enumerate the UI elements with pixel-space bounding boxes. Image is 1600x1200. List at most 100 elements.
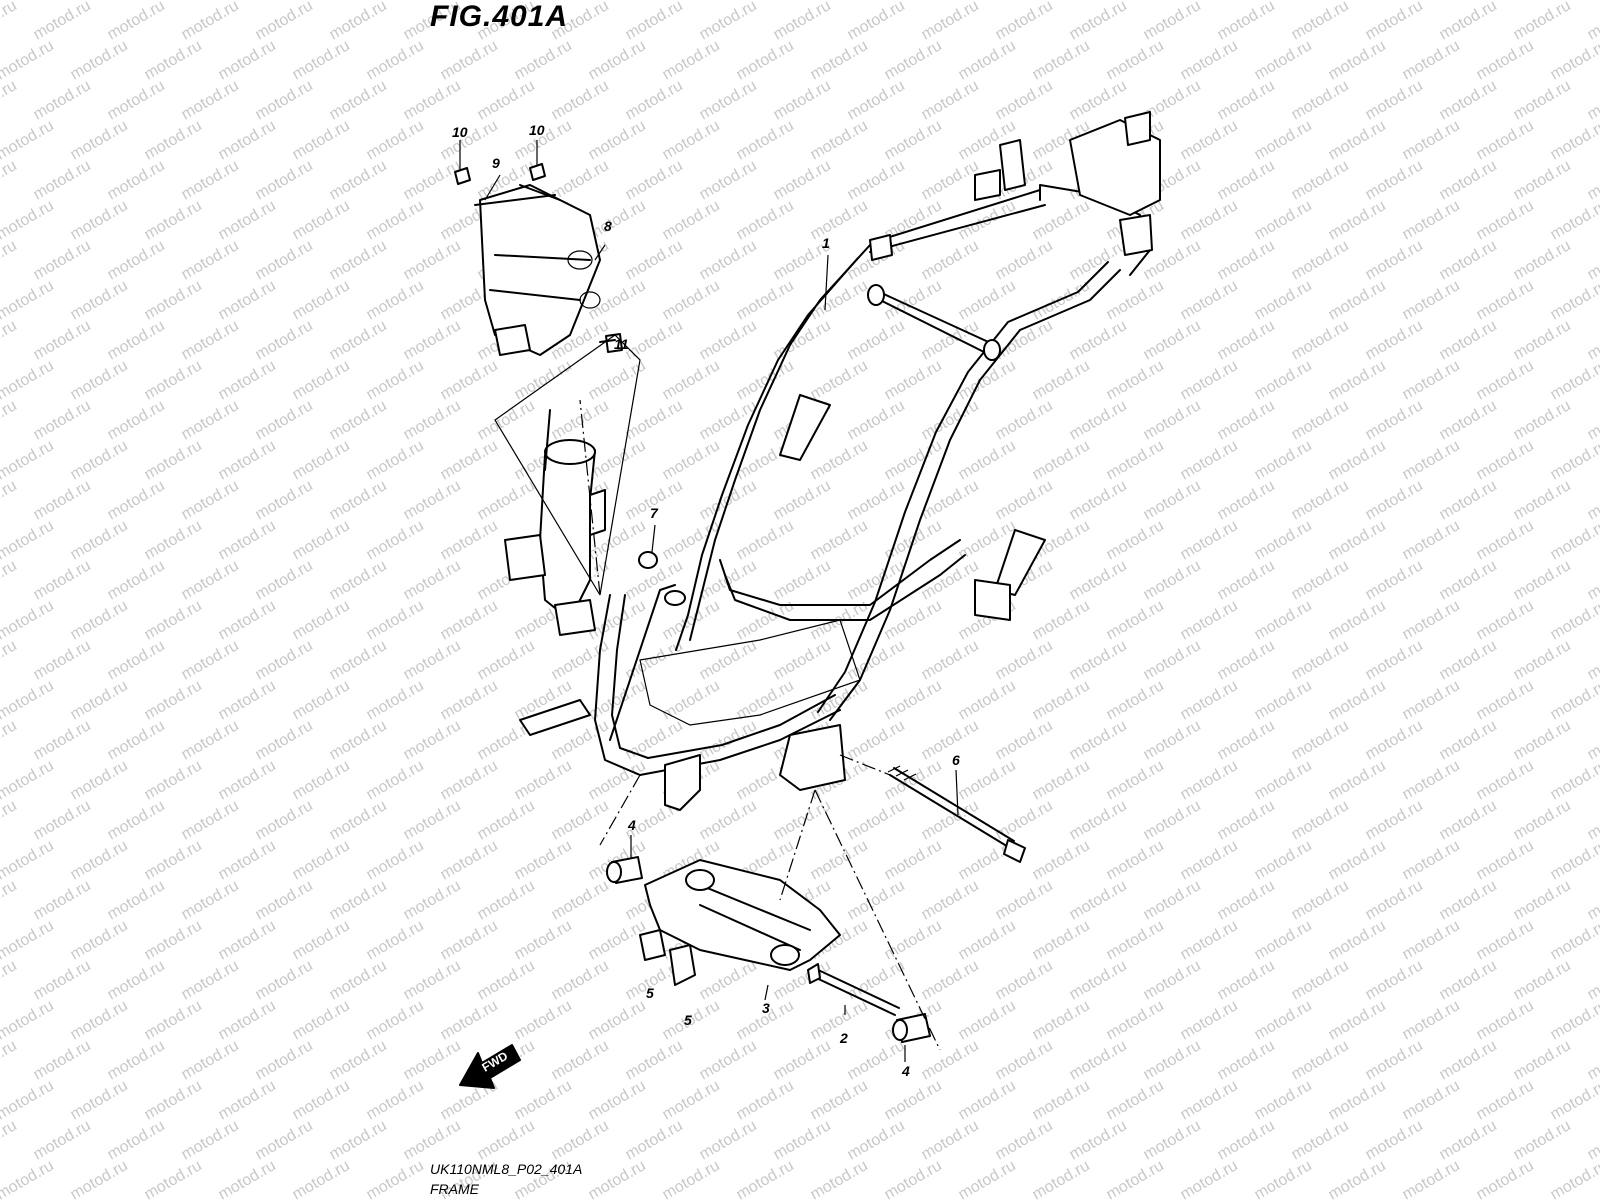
watermark-text: motod.ru [697, 237, 760, 283]
watermark-text: motod.ru [1363, 717, 1426, 763]
watermark-text: motod.ru [1585, 797, 1600, 843]
watermark-text: motod.ru [956, 1077, 1019, 1123]
watermark-text: motod.ru [1030, 437, 1093, 483]
watermark-text: motod.ru [0, 677, 57, 723]
watermark-text: motod.ru [364, 837, 427, 883]
watermark-text: motod.ru [1511, 237, 1574, 283]
watermark-text: motod.ru [993, 317, 1056, 363]
watermark-text: motod.ru [1104, 917, 1167, 963]
watermark-text: motod.ru [142, 597, 205, 643]
watermark-text: motod.ru [1437, 317, 1500, 363]
watermark-text: motod.ru [31, 77, 94, 123]
watermark-text: motod.ru [1289, 317, 1352, 363]
watermark-text: motod.ru [0, 117, 57, 163]
watermark-text: motod.ru [808, 1077, 871, 1123]
watermark-text: motod.ru [142, 277, 205, 323]
watermark-text: motod.ru [253, 1117, 316, 1163]
watermark-text: motod.ru [142, 197, 205, 243]
watermark-text: motod.ru [1326, 917, 1389, 963]
watermark-text: motod.ru [1252, 917, 1315, 963]
watermark-text: motod.ru [512, 917, 575, 963]
watermark-text: motod.ru [105, 317, 168, 363]
watermark-text: motod.ru [142, 917, 205, 963]
watermark-text: motod.ru [771, 77, 834, 123]
bracket-assembly [474, 184, 601, 356]
callout-5-right: 5 [684, 1012, 692, 1028]
engine-mount-part [606, 856, 931, 1043]
watermark-text: motod.ru [31, 317, 94, 363]
watermark-text: motod.ru [697, 1117, 760, 1163]
watermark-text: motod.ru [364, 997, 427, 1043]
watermark-text: motod.ru [1067, 797, 1130, 843]
watermark-text: motod.ru [1437, 1117, 1500, 1163]
watermark-text: motod.ru [438, 357, 501, 403]
watermark-text: motod.ru [919, 797, 982, 843]
watermark-text: motod.ru [845, 0, 908, 43]
watermark-text: motod.ru [401, 957, 464, 1003]
watermark-text: motod.ru [68, 277, 131, 323]
watermark-text: motod.ru [1585, 317, 1600, 363]
watermark-text: motod.ru [0, 1037, 20, 1083]
watermark-text: motod.ru [142, 517, 205, 563]
watermark-text: motod.ru [1474, 517, 1537, 563]
watermark-text: motod.ru [1400, 357, 1463, 403]
watermark-text: motod.ru [734, 277, 797, 323]
watermark-text: motod.ru [1178, 437, 1241, 483]
watermark-text: motod.ru [290, 1157, 353, 1200]
watermark-text: motod.ru [31, 1117, 94, 1163]
watermark-text: motod.ru [1548, 917, 1600, 963]
watermark-text: motod.ru [401, 237, 464, 283]
watermark-text: motod.ru [993, 717, 1056, 763]
watermark-text: motod.ru [1548, 997, 1600, 1043]
watermark-text: motod.ru [549, 397, 612, 443]
watermark-text: motod.ru [1400, 677, 1463, 723]
watermark-text: motod.ru [1178, 197, 1241, 243]
watermark-text: motod.ru [1252, 757, 1315, 803]
watermark-text: motod.ru [993, 957, 1056, 1003]
watermark-text: motod.ru [1030, 837, 1093, 883]
watermark-text: motod.ru [1141, 637, 1204, 683]
watermark-text: motod.ru [438, 437, 501, 483]
watermark-text: motod.ru [1474, 437, 1537, 483]
watermark-text: motod.ru [364, 1157, 427, 1200]
watermark-text: motod.ru [993, 0, 1056, 43]
watermark-text: motod.ru [882, 917, 945, 963]
watermark-text: motod.ru [1585, 237, 1600, 283]
watermark-text: motod.ru [327, 237, 390, 283]
watermark-text: motod.ru [1178, 837, 1241, 883]
watermark-text: motod.ru [438, 997, 501, 1043]
watermark-text: motod.ru [512, 37, 575, 83]
watermark-text: motod.ru [105, 237, 168, 283]
watermark-text: motod.ru [586, 917, 649, 963]
watermark-text: motod.ru [364, 757, 427, 803]
watermark-text: motod.ru [1326, 357, 1389, 403]
watermark-text: motod.ru [660, 197, 723, 243]
callout-10-left: 10 [452, 124, 468, 140]
watermark-text: motod.ru [993, 237, 1056, 283]
watermark-text: motod.ru [0, 517, 57, 563]
watermark-text: motod.ru [1326, 597, 1389, 643]
watermark-text: motod.ru [179, 877, 242, 923]
watermark-text: motod.ru [1215, 957, 1278, 1003]
watermark-text: motod.ru [216, 997, 279, 1043]
watermark-text: motod.ru [1400, 37, 1463, 83]
watermark-text: motod.ru [993, 477, 1056, 523]
watermark-text: motod.ru [1141, 317, 1204, 363]
watermark-text: motod.ru [623, 77, 686, 123]
watermark-text: motod.ru [1067, 477, 1130, 523]
watermark-text: motod.ru [475, 957, 538, 1003]
watermark-text: motod.ru [882, 437, 945, 483]
callout-11: 11 [614, 336, 629, 352]
watermark-text: motod.ru [882, 677, 945, 723]
watermark-text: motod.ru [1326, 837, 1389, 883]
watermark-text: motod.ru [1326, 757, 1389, 803]
watermark-text: motod.ru [105, 1117, 168, 1163]
watermark-text: motod.ru [1289, 1117, 1352, 1163]
figure-code: UK110NML8_P02_401A [430, 1161, 583, 1177]
watermark-text: motod.ru [327, 1117, 390, 1163]
watermark-text: motod.ru [0, 757, 57, 803]
watermark-text: motod.ru [401, 77, 464, 123]
watermark-text: motod.ru [179, 1117, 242, 1163]
watermark-text: motod.ru [1030, 917, 1093, 963]
